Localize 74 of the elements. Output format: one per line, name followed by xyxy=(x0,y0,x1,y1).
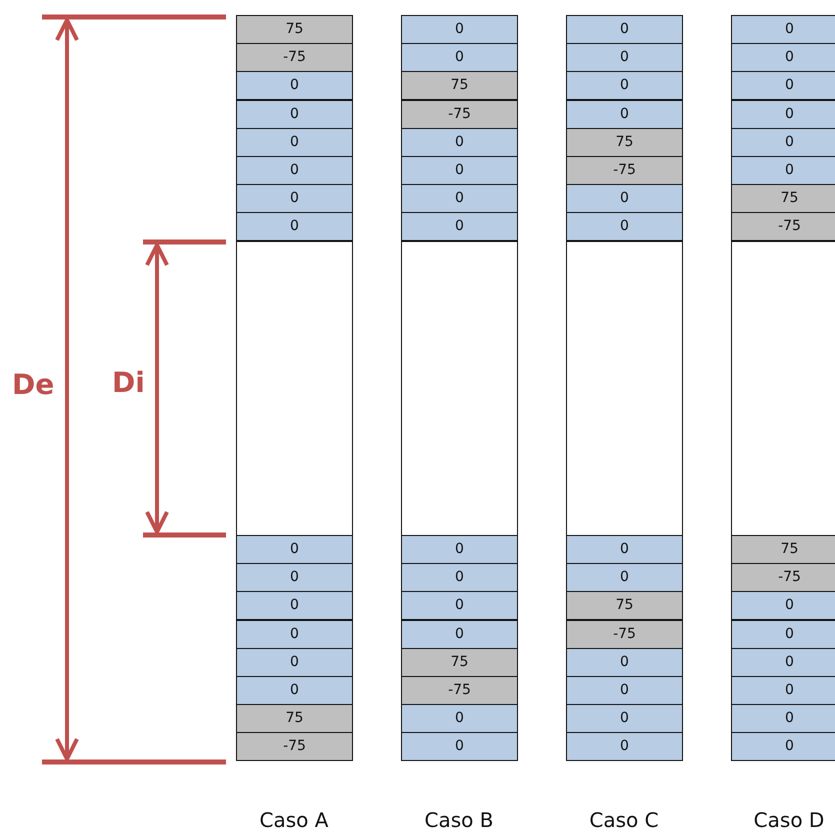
ply-angle-cell: -75 xyxy=(236,43,353,72)
ply-angle-cell: 0 xyxy=(236,591,353,620)
column-caption: Caso A xyxy=(260,808,328,832)
ply-angle-cell: 0 xyxy=(401,704,518,734)
ply-angle-cell: 0 xyxy=(731,732,835,762)
ply-angle-cell: 0 xyxy=(236,535,353,564)
ply-angle-cell: 0 xyxy=(731,156,835,185)
ply-angle-cell: 75 xyxy=(566,591,683,620)
ply-angle-cell: 0 xyxy=(401,15,518,44)
ply-angle-cell: 0 xyxy=(566,15,683,44)
ply-angle-cell: 75 xyxy=(731,535,835,564)
ply-angle-cell: 0 xyxy=(566,563,683,592)
core-gap xyxy=(566,240,683,536)
ply-angle-cell: 75 xyxy=(401,71,518,100)
ply-angle-cell: 0 xyxy=(566,535,683,564)
ply-angle-cell: 0 xyxy=(401,184,518,214)
ply-angle-cell: -75 xyxy=(236,732,353,762)
ply-angle-cell: 0 xyxy=(401,128,518,157)
ply-angle-cell: 0 xyxy=(731,15,835,44)
ply-angle-cell: 0 xyxy=(401,43,518,72)
column-caption: Caso D xyxy=(754,808,824,832)
ply-angle-cell: 0 xyxy=(731,100,835,129)
ply-angle-cell: -75 xyxy=(731,212,835,242)
ply-angle-cell: -75 xyxy=(731,563,835,592)
ply-angle-cell: 0 xyxy=(401,563,518,592)
ply-angle-cell: 0 xyxy=(401,591,518,620)
ply-angle-cell: 0 xyxy=(236,648,353,677)
ply-angle-cell: 75 xyxy=(566,128,683,157)
ply-angle-cell: 0 xyxy=(731,43,835,72)
ply-angle-cell: 0 xyxy=(731,128,835,157)
ply-angle-cell: 0 xyxy=(236,676,353,705)
ply-angle-cell: 0 xyxy=(731,591,835,620)
ply-angle-cell: 0 xyxy=(566,648,683,677)
ply-angle-cell: 75 xyxy=(731,184,835,214)
ply-angle-cell: 75 xyxy=(401,648,518,677)
ply-angle-cell: 0 xyxy=(401,212,518,242)
ply-angle-cell: 0 xyxy=(236,620,353,649)
ply-angle-cell: 0 xyxy=(401,535,518,564)
ply-angle-cell: 0 xyxy=(401,156,518,185)
core-gap xyxy=(236,240,353,536)
column-caption: Caso C xyxy=(589,808,659,832)
ply-angle-cell: 0 xyxy=(236,128,353,157)
ply-angle-cell: -75 xyxy=(401,100,518,129)
ply-angle-cell: 0 xyxy=(401,620,518,649)
ply-angle-cell: 0 xyxy=(236,71,353,100)
ply-angle-cell: 0 xyxy=(401,732,518,762)
core-gap xyxy=(731,240,835,536)
ply-angle-cell: 0 xyxy=(731,704,835,734)
ply-angle-cell: 0 xyxy=(731,676,835,705)
ply-angle-cell: 75 xyxy=(236,704,353,734)
ply-angle-cell: 0 xyxy=(566,212,683,242)
ply-angle-cell: 0 xyxy=(731,71,835,100)
ply-angle-cell: 0 xyxy=(731,648,835,677)
ply-angle-cell: 0 xyxy=(566,732,683,762)
ply-angle-cell: 0 xyxy=(236,156,353,185)
ply-angle-cell: 0 xyxy=(566,676,683,705)
ply-angle-cell: 0 xyxy=(566,43,683,72)
ply-angle-cell: 0 xyxy=(566,71,683,100)
dimension-label: Di xyxy=(112,366,145,399)
dimension-label: De xyxy=(12,368,54,401)
column-caption: Caso B xyxy=(424,808,494,832)
ply-angle-cell: -75 xyxy=(401,676,518,705)
ply-angle-cell: 0 xyxy=(236,212,353,242)
ply-angle-cell: 75 xyxy=(236,15,353,44)
ply-angle-cell: -75 xyxy=(566,620,683,649)
ply-angle-cell: 0 xyxy=(731,620,835,649)
ply-angle-cell: 0 xyxy=(566,100,683,129)
ply-angle-cell: 0 xyxy=(236,563,353,592)
ply-angle-cell: -75 xyxy=(566,156,683,185)
ply-angle-cell: 0 xyxy=(566,184,683,214)
ply-angle-cell: 0 xyxy=(566,704,683,734)
ply-angle-cell: 0 xyxy=(236,100,353,129)
core-gap xyxy=(401,240,518,536)
ply-angle-cell: 0 xyxy=(236,184,353,214)
